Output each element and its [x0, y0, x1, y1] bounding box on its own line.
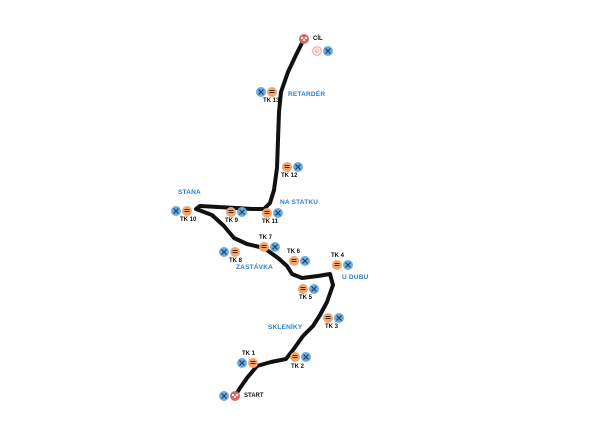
place-skleniky: SKLENÍKY [268, 324, 303, 331]
place-retarder: RETARDÉR [288, 91, 326, 98]
tools-icon[interactable] [301, 352, 311, 362]
marshal-icon[interactable] [282, 162, 292, 172]
tk7-label: TK 7 [259, 235, 273, 241]
tools-icon[interactable] [334, 313, 344, 323]
tk1-label: TK 1 [242, 351, 256, 357]
marshal-icon[interactable] [289, 256, 299, 266]
start-label: START [244, 393, 264, 399]
start-flag-icon[interactable] [230, 391, 240, 401]
marshal-icon[interactable] [298, 284, 308, 294]
tk11-label: TK 11 [262, 219, 279, 225]
tk6-label: TK 6 [287, 249, 301, 255]
tools-icon[interactable] [256, 87, 266, 97]
tools-icon[interactable] [309, 284, 319, 294]
marshal-icon[interactable] [182, 206, 192, 216]
marshal-icon[interactable] [259, 242, 269, 252]
marshal-icon[interactable] [323, 313, 333, 323]
tools-icon[interactable] [219, 247, 229, 257]
tools-icon[interactable] [270, 242, 280, 252]
tools-icon[interactable] [300, 256, 310, 266]
route-line [194, 37, 335, 398]
tk13-label: TK 13 [263, 98, 280, 104]
marshal-icon[interactable] [332, 260, 342, 270]
marshal-icon[interactable] [262, 208, 272, 218]
tools-icon[interactable] [171, 206, 181, 216]
tk3-label: TK 3 [325, 324, 339, 330]
tk9-label: TK 9 [225, 218, 239, 224]
marshal-icon[interactable] [267, 87, 277, 97]
marshal-icon[interactable] [230, 247, 240, 257]
marshal-icon[interactable] [226, 207, 236, 217]
tk5-label: TK 5 [299, 295, 313, 301]
finish-label: CÍL [313, 36, 323, 42]
place-zastavka: ZASTÁVKA [236, 264, 273, 271]
finish-flag-icon[interactable] [299, 34, 309, 44]
place-na-statku: NA STATKU [280, 199, 319, 206]
tk2-label: TK 2 [291, 364, 305, 370]
tools-icon[interactable] [293, 162, 303, 172]
tools-icon[interactable] [237, 358, 247, 368]
clock-icon[interactable] [312, 46, 322, 56]
tk4-label: TK 4 [331, 253, 345, 259]
tk8-label: TK 8 [229, 258, 243, 264]
tk10-label: TK 10 [180, 217, 197, 223]
tools-icon[interactable] [273, 208, 283, 218]
marshal-icon[interactable] [248, 358, 258, 368]
place-stana: STANA [178, 189, 201, 196]
tools-icon[interactable] [323, 46, 333, 56]
tk12-label: TK 12 [281, 173, 298, 179]
tools-icon[interactable] [237, 207, 247, 217]
place-u-dubu: U DUBU [342, 274, 369, 281]
tools-icon[interactable] [343, 260, 353, 270]
tools-icon[interactable] [219, 391, 229, 401]
marshal-icon[interactable] [290, 352, 300, 362]
